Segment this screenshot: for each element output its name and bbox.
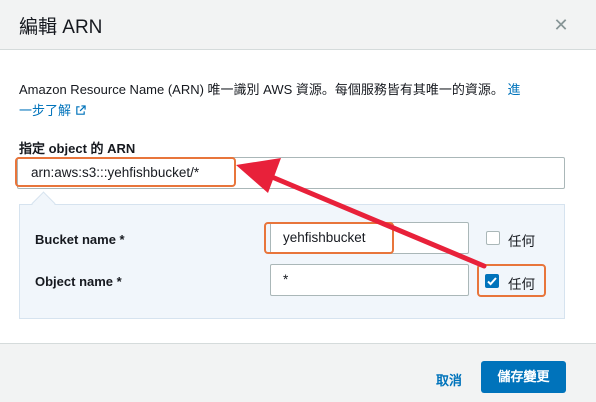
bucket-any-label: 任何 xyxy=(508,234,535,249)
checkmark-icon xyxy=(487,277,497,286)
external-link-icon xyxy=(76,105,86,115)
close-icon[interactable]: ✕ xyxy=(553,15,569,35)
arn-field-label: 指定 object 的 ARN xyxy=(19,141,136,156)
learn-more-link[interactable]: 進一步了解 xyxy=(19,82,521,118)
arn-highlight-box xyxy=(15,157,236,187)
object-any-highlight-box xyxy=(477,264,546,297)
description: Amazon Resource Name (ARN) 唯一識別 AWS 資源。每… xyxy=(19,79,567,121)
dialog-title: 編輯 ARN xyxy=(19,17,103,38)
bucket-name-highlight-box xyxy=(264,222,394,254)
object-name-label: Object name * xyxy=(35,274,122,289)
bucket-any-checkbox[interactable] xyxy=(486,231,500,245)
description-text: Amazon Resource Name (ARN) 唯一識別 AWS 資源。每… xyxy=(19,82,504,97)
bucket-name-label: Bucket name * xyxy=(35,232,125,247)
arn-input-value: arn:aws:s3:::yehfishbucket/* xyxy=(31,165,200,180)
object-name-value: * xyxy=(283,272,289,287)
object-name-input[interactable]: * xyxy=(270,264,469,296)
dialog-header: 編輯 ARN ✕ xyxy=(0,0,596,50)
object-any-checkbox[interactable] xyxy=(485,274,499,288)
object-any-label: 任何 xyxy=(508,277,535,292)
cancel-button[interactable]: 取消 xyxy=(436,373,463,388)
save-changes-button[interactable]: 儲存變更 xyxy=(481,361,566,393)
